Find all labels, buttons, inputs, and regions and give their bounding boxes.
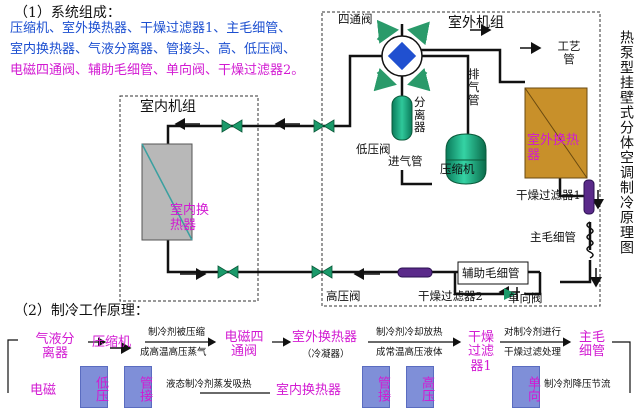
flow-box-check-valve: 单向 <box>512 366 540 408</box>
flow-note-drying-2: 干燥过滤处理 <box>504 347 562 358</box>
indoor-hx-label: 室内换热器 <box>170 203 210 233</box>
flow-step-outdoor-hx: 室外换热器 <box>292 330 358 345</box>
flow-step-gas-liquid-separator: 气液分离器 <box>35 332 75 362</box>
process-pipe-label: 工艺管 <box>557 39 581 66</box>
section1-title: （1）系统组成： <box>14 5 121 21</box>
dryer-filter-1-label: 干燥过滤器1 <box>516 188 581 202</box>
section2-title: （2）制冷工作原理： <box>14 303 149 319</box>
low-pressure-valve-label: 低压阀 <box>356 142 391 156</box>
flow-step-solenoid: 电磁 <box>30 383 57 398</box>
high-pressure-valve-label: 高压阀 <box>326 289 361 303</box>
intake-pipe-label: 进气管 <box>388 154 423 168</box>
flow-box-joint-2: 管接 <box>362 366 390 408</box>
flow-step-compressor: 压缩机 <box>92 335 132 350</box>
outdoor-hx-label: 室外换热器 <box>527 133 580 163</box>
flow-note-throttling: 制冷剂降压节流 <box>544 379 611 390</box>
check-valve <box>504 287 518 301</box>
indoor-unit-box <box>119 95 259 302</box>
dryer-filter-2 <box>397 267 433 278</box>
components-line-1: 压缩机、室外换热器、干燥过滤器1、主毛细管、 <box>10 21 292 36</box>
aux-capillary-box <box>457 261 529 285</box>
high-pressure-valve <box>311 265 333 279</box>
high-pressure-valve-indoor <box>217 265 239 279</box>
low-pressure-valve <box>313 119 335 133</box>
exhaust-pipe-label: 排气管 <box>468 67 480 108</box>
main-capillary-coil <box>586 221 594 259</box>
dryer-filter-1 <box>583 179 595 215</box>
compressor <box>445 133 487 185</box>
flow-step-four-way-valve: 电磁四通阀 <box>224 330 264 360</box>
four-way-valve-label: 四通阀 <box>338 12 373 26</box>
flow-box-low-pressure: 低压 <box>80 366 108 408</box>
indoor-unit-title: 室内机组 <box>140 99 196 115</box>
components-line-2: 室内换热器、气液分离器、管接头、高、低压阀、 <box>10 42 297 57</box>
separator-label: 分离器 <box>414 95 426 135</box>
dryer-filter-2-label: 干燥过滤器2 <box>418 289 483 303</box>
flow-step-outdoor-hx-sub: （冷凝器） <box>302 349 350 360</box>
flow-step-indoor-hx: 室内换热器 <box>276 383 342 398</box>
flow-step-main-capillary: 主毛细管 <box>578 330 605 360</box>
outdoor-unit-box <box>321 11 601 307</box>
flow-note-evaporation: 液态制冷剂蒸发吸热 <box>166 379 252 390</box>
check-valve-label: 单向阀 <box>508 291 543 305</box>
components-line-3: 电磁四通阀、辅助毛细管、单向阀、干燥过滤器2。 <box>10 63 305 78</box>
low-pressure-valve-indoor <box>221 119 243 133</box>
flow-note-liquid: 成常温高压液体 <box>376 347 443 358</box>
four-way-valve <box>373 19 431 92</box>
flow-note-compressed: 制冷剂被压缩 <box>148 327 206 338</box>
flow-box-joint-1: 管接 <box>124 366 152 408</box>
flow-note-drying-1: 对制冷剂进行 <box>504 327 562 338</box>
separator <box>391 95 413 141</box>
main-capillary-label: 主毛细管 <box>530 230 576 244</box>
compressor-label: 压缩机 <box>440 162 475 176</box>
flow-note-cooling: 制冷剂冷却放热 <box>376 327 443 338</box>
outdoor-unit-title: 室外机组 <box>448 15 504 31</box>
flow-step-dryer-filter-1: 干燥过滤器1 <box>467 330 494 374</box>
side-title: 热泵型挂壁式分体空调制冷原理图 <box>618 30 634 255</box>
flow-note-high-temp-vapor: 成高温高压蒸气 <box>140 347 207 358</box>
flow-box-high-pressure: 高压 <box>406 366 434 408</box>
aux-capillary-label: 辅助毛细管 <box>462 266 520 280</box>
